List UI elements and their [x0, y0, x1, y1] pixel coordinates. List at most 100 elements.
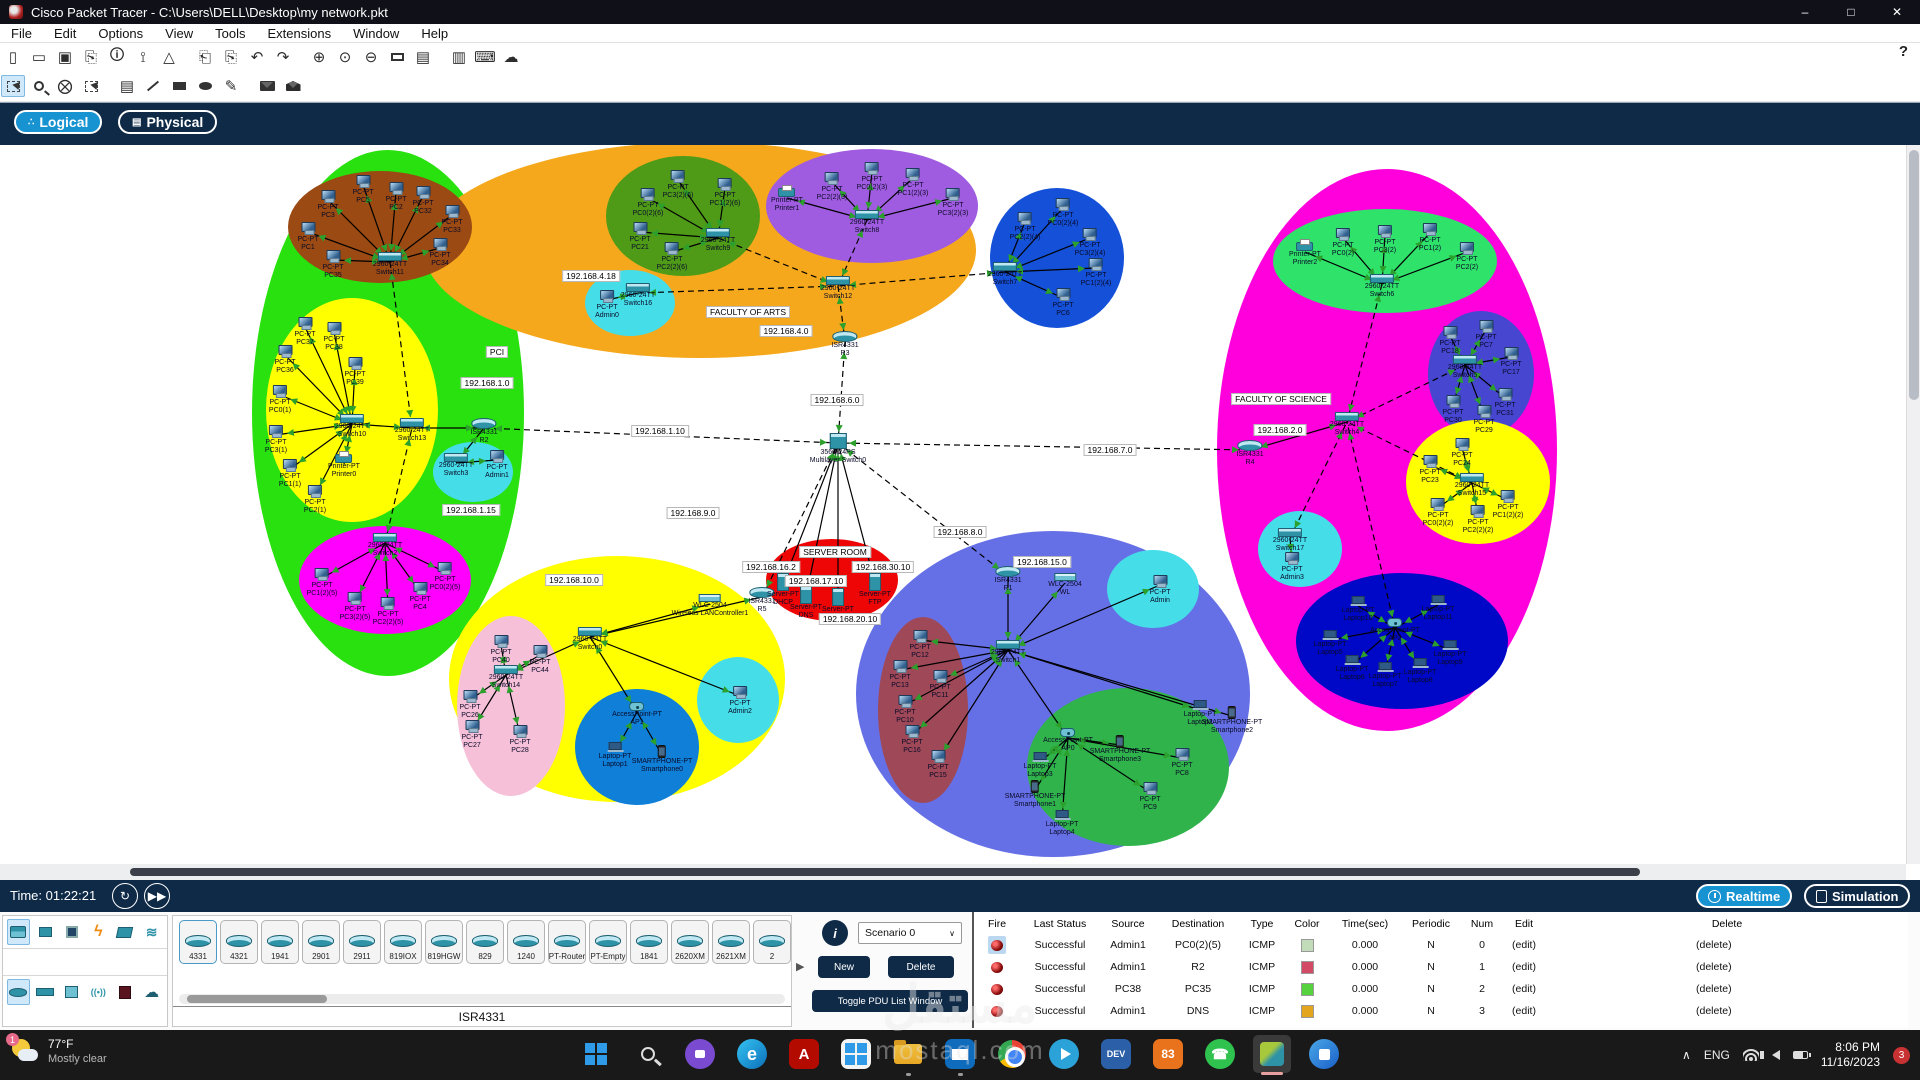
- activity-wizard-icon[interactable]: ⟟: [140, 48, 146, 66]
- pdu-edit-link[interactable]: (edit): [1512, 983, 1536, 995]
- speaker-icon[interactable]: [1759, 1050, 1780, 1060]
- draw-rectangle-icon[interactable]: [167, 75, 191, 97]
- tab-logical[interactable]: ∴ Logical: [14, 110, 103, 134]
- fire-pdu-icon[interactable]: [991, 961, 1003, 973]
- taskbar-app-start[interactable]: [577, 1035, 615, 1073]
- undo-icon[interactable]: ↶: [250, 49, 264, 66]
- delete-tool-icon[interactable]: ⨂: [57, 78, 73, 95]
- battery-icon[interactable]: [1792, 1051, 1811, 1059]
- help-icon[interactable]: ?: [1898, 43, 1908, 60]
- canvas-vertical-scrollbar[interactable]: [1906, 145, 1920, 864]
- taskbar-app-whatsapp[interactable]: ☎: [1201, 1035, 1239, 1073]
- model-list-next-arrow[interactable]: ▶: [796, 961, 805, 973]
- model-819iox[interactable]: 819IOX: [384, 920, 422, 964]
- model-2[interactable]: 2: [753, 920, 791, 964]
- model-2911[interactable]: 2911: [343, 920, 381, 964]
- menu-file[interactable]: File: [11, 25, 32, 41]
- subcategory-wan[interactable]: ☁: [144, 984, 160, 1001]
- canvas-horizontal-scrollbar[interactable]: [0, 864, 1906, 880]
- scenario-dropdown[interactable]: Scenario 0∨: [858, 922, 962, 944]
- subcategory-hubs[interactable]: [60, 979, 84, 1005]
- add-complex-pdu-icon[interactable]: [281, 75, 305, 97]
- open-file-icon[interactable]: ▭: [31, 49, 47, 66]
- menu-tools[interactable]: Tools: [215, 25, 246, 41]
- zoom-out-icon[interactable]: ⊖: [364, 49, 378, 66]
- tab-simulation[interactable]: Simulation: [1804, 884, 1911, 908]
- category-multiuser[interactable]: ≋: [145, 923, 158, 940]
- minimize-button[interactable]: –: [1801, 5, 1809, 19]
- model-819hgw[interactable]: 819HGW: [425, 920, 463, 964]
- model-4331[interactable]: 4331: [179, 920, 217, 964]
- draw-ellipse-icon[interactable]: [193, 75, 217, 97]
- menu-edit[interactable]: Edit: [53, 25, 77, 41]
- redo-icon[interactable]: ↷: [276, 49, 290, 66]
- model-2901[interactable]: 2901: [302, 920, 340, 964]
- taskbar-app-meet[interactable]: [681, 1035, 719, 1073]
- place-note-icon[interactable]: ▤: [119, 78, 135, 95]
- taskbar-app-search[interactable]: [629, 1035, 667, 1073]
- network-description-icon[interactable]: △: [163, 49, 175, 66]
- wifi-icon[interactable]: [1742, 1049, 1759, 1061]
- taskbar-app-devcpp[interactable]: DEV: [1097, 1035, 1135, 1073]
- cloud-upload-icon[interactable]: ☁: [503, 49, 519, 66]
- custom-devices-icon[interactable]: ▥: [451, 49, 467, 66]
- subcategory-switches[interactable]: [33, 979, 57, 1005]
- model-1841[interactable]: 1841: [630, 920, 668, 964]
- taskbar-app-mail[interactable]: [941, 1035, 979, 1076]
- weather-widget[interactable]: 1 77°F Mostly clear: [6, 1033, 107, 1067]
- save-icon[interactable]: ▣: [57, 49, 73, 66]
- model-pt-empty[interactable]: PT-Empty: [589, 920, 627, 964]
- taskbar-app-explorer[interactable]: [889, 1035, 927, 1076]
